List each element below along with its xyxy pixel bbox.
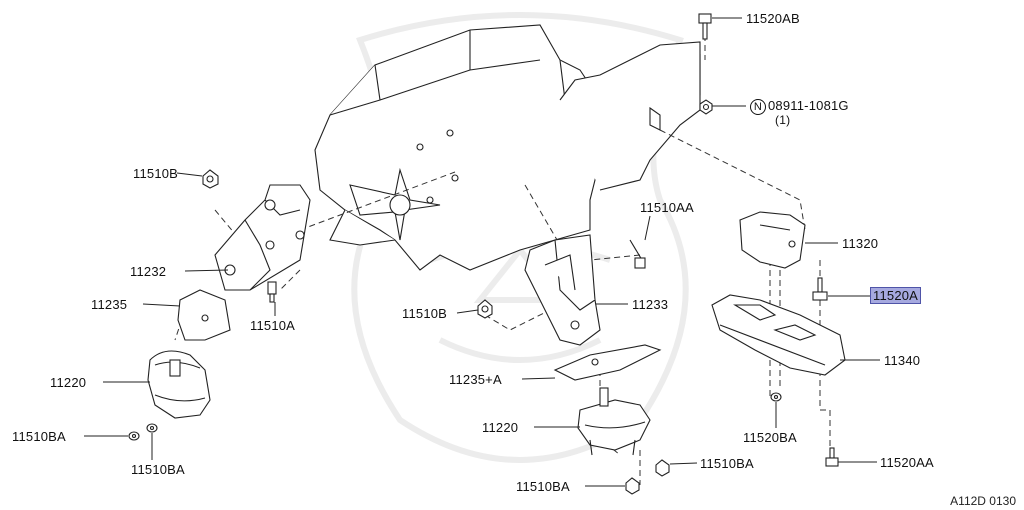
crossmember bbox=[711, 294, 846, 376]
fan-part bbox=[349, 167, 441, 241]
nut-11510BA-right bbox=[655, 459, 670, 477]
engine-bracket-right bbox=[524, 234, 601, 346]
callout-11510BA-bottom[interactable]: 11510BA bbox=[516, 479, 570, 494]
callout-11510BA-left-2[interactable]: 11510BA bbox=[131, 462, 185, 477]
n-circle-mark: N bbox=[750, 99, 766, 115]
leader-lines bbox=[84, 17, 880, 487]
callout-11510BA-left[interactable]: 11510BA bbox=[12, 429, 66, 444]
bolt-11520AB bbox=[698, 13, 712, 40]
callout-08911-quantity: (1) bbox=[775, 113, 791, 127]
nut-11510BA-bottom bbox=[625, 477, 640, 495]
fasteners bbox=[128, 13, 839, 495]
bolt-11520AA bbox=[825, 447, 839, 467]
callout-11340[interactable]: 11340 bbox=[884, 353, 921, 368]
callout-11510AA[interactable]: 11510AA bbox=[640, 200, 694, 215]
callout-11320[interactable]: 11320 bbox=[842, 236, 879, 251]
insulator-left bbox=[147, 350, 211, 419]
insulator-right bbox=[577, 387, 651, 456]
rear-mount bbox=[739, 211, 806, 269]
washer-11510BA-left bbox=[128, 423, 158, 441]
engine-bracket-left bbox=[214, 184, 311, 291]
callout-11235A[interactable]: 11235+A bbox=[449, 372, 502, 387]
callout-11520AB[interactable]: 11520AB bbox=[746, 11, 800, 26]
bolt-11510AA bbox=[629, 239, 646, 269]
callout-11235[interactable]: 11235 bbox=[91, 297, 128, 312]
bolt-11520A bbox=[812, 277, 828, 301]
callout-11220-left[interactable]: 11220 bbox=[50, 375, 87, 390]
washer-11520BA bbox=[770, 392, 782, 402]
nut-11510B-top bbox=[202, 169, 219, 189]
bolt-11510A bbox=[267, 281, 277, 303]
callout-11510B-mid[interactable]: 11510B bbox=[402, 306, 448, 321]
callout-11520AA[interactable]: 11520AA bbox=[880, 455, 934, 470]
callout-11510B-top[interactable]: 11510B bbox=[133, 166, 179, 181]
callout-11233[interactable]: 11233 bbox=[632, 297, 669, 312]
callout-11520BA[interactable]: 11520BA bbox=[743, 430, 797, 445]
nut-11510B-mid bbox=[477, 299, 493, 319]
diagram-code: A112D 0130 bbox=[950, 494, 1016, 508]
callout-11510BA-right[interactable]: 11510BA bbox=[700, 456, 754, 471]
heat-shield-left bbox=[177, 289, 231, 341]
callout-08911-1081G-text: 08911-1081G bbox=[768, 98, 849, 113]
nut-08911 bbox=[699, 99, 713, 115]
engine-and-transmission bbox=[314, 24, 701, 271]
callout-11520A-highlighted[interactable]: 11520A bbox=[870, 287, 922, 304]
callout-11232[interactable]: 11232 bbox=[130, 264, 167, 279]
callout-11220-right[interactable]: 11220 bbox=[482, 420, 519, 435]
heat-shield-right bbox=[553, 344, 662, 381]
callout-11510A[interactable]: 11510A bbox=[250, 318, 296, 333]
